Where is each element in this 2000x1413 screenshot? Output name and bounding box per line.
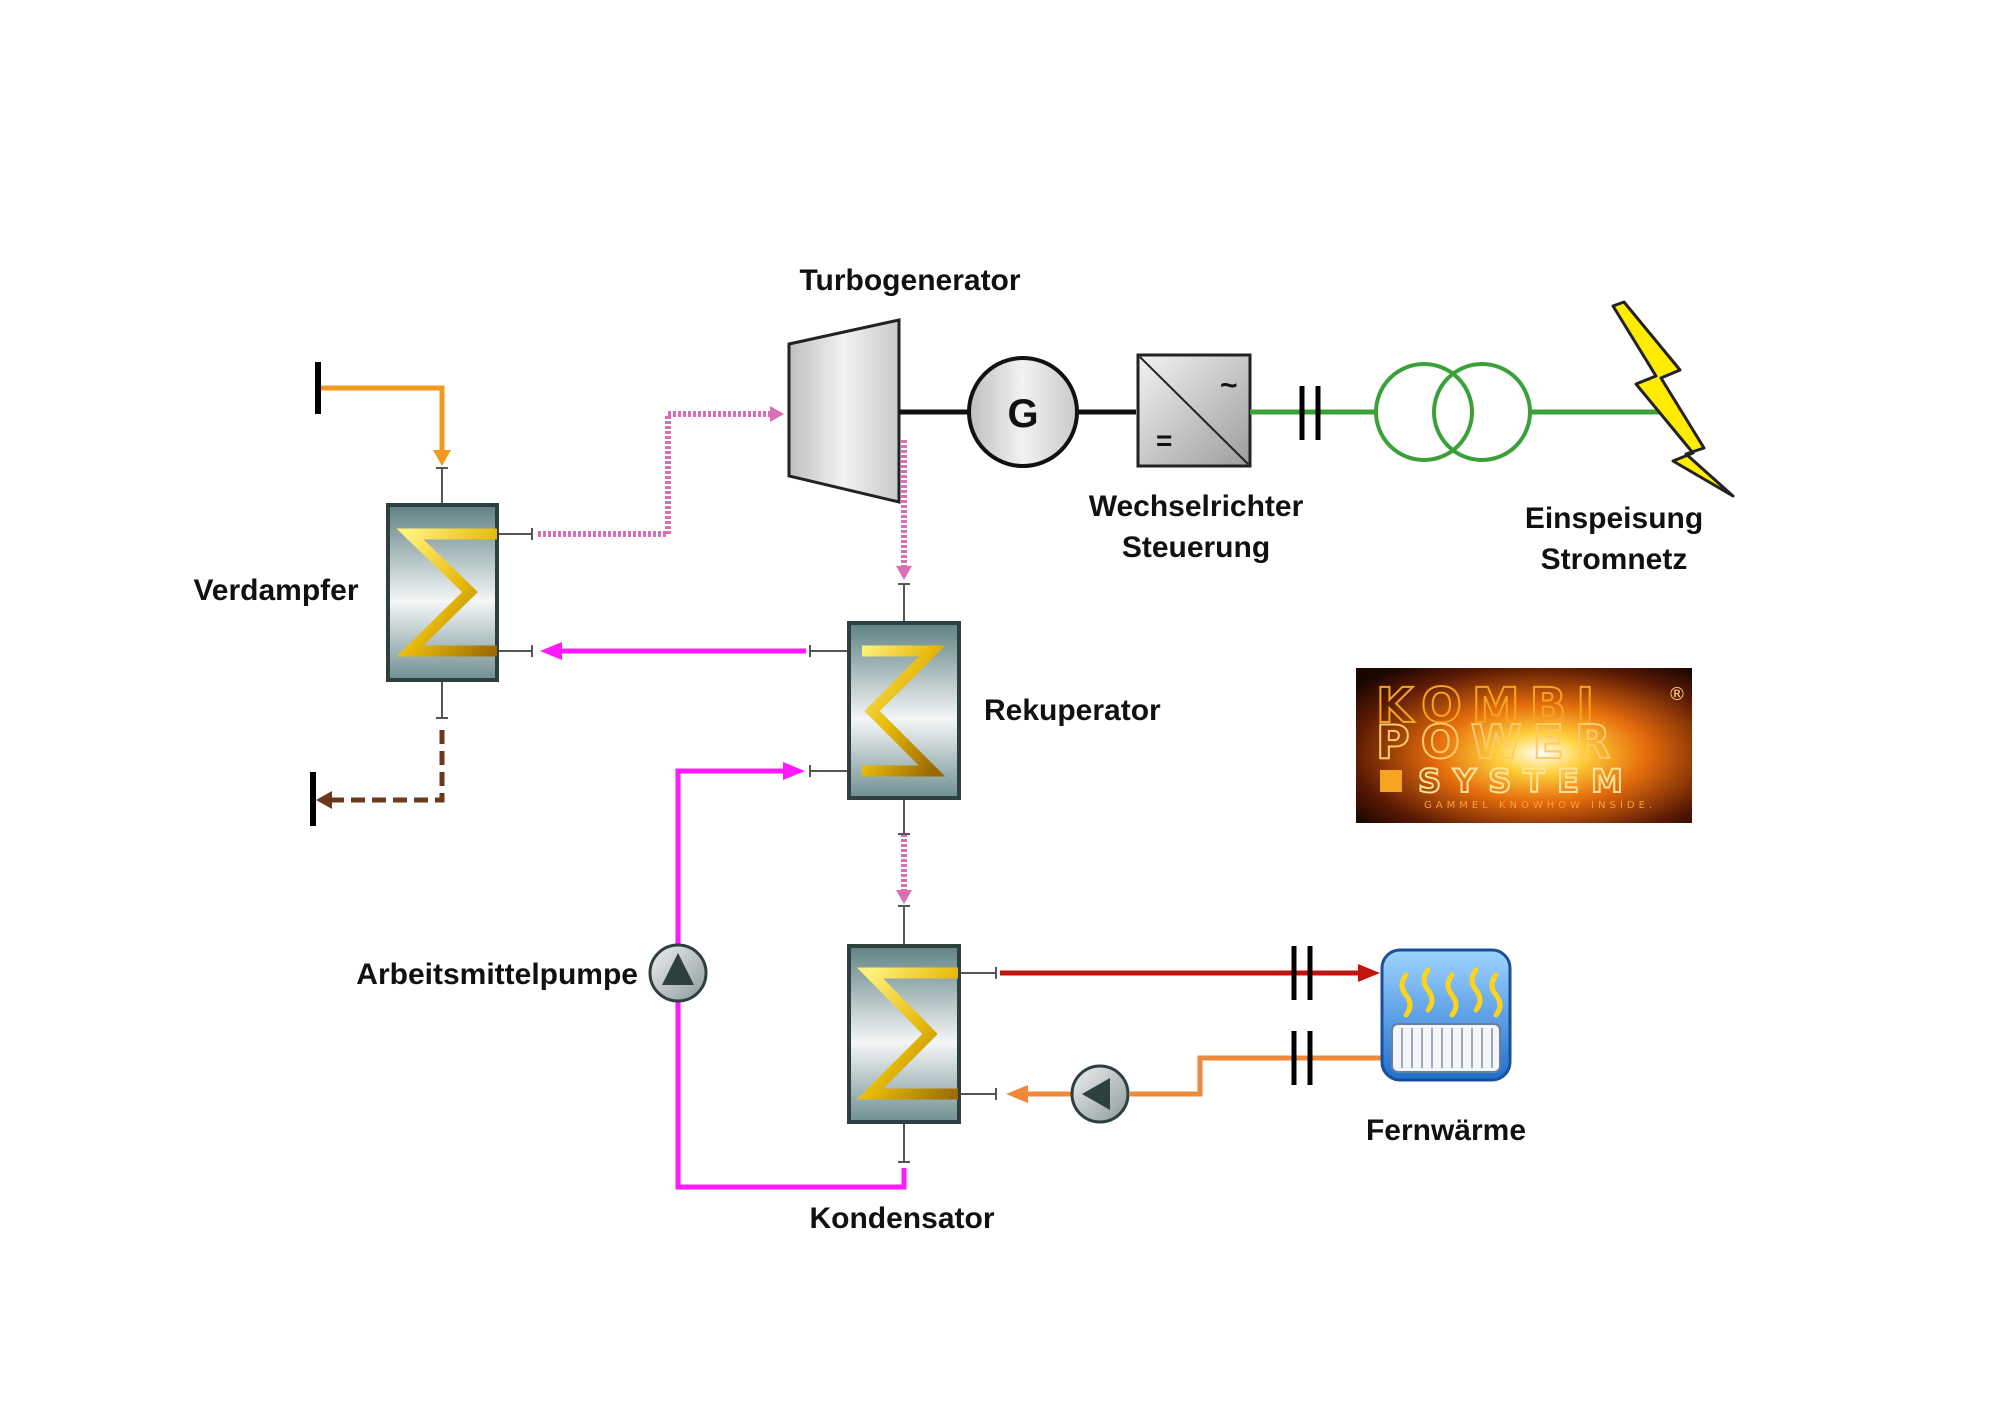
exhaust-arrow [316,791,332,809]
steuerung-label: Steuerung [1122,531,1270,564]
arbeitsmittelpumpe-label: Arbeitsmittelpumpe [356,958,638,991]
vapor-pipe-to-kondensator [896,834,912,904]
generator-symbol: G [1007,392,1038,436]
fluid-pipe-to-verdampfer [540,642,806,660]
wechselrichter-label: Wechselrichter [1089,490,1304,523]
lightning-icon [1611,300,1735,498]
turbine [787,318,901,504]
grid-cable [1250,386,1660,440]
inverter: ~ = [1136,353,1252,468]
vapor-pipe-to-turbine [538,406,784,537]
fluid-pipe-loop [675,762,907,1190]
kondensator-heat-exchanger [847,944,961,1124]
vapor-pipe-to-rekuperator [896,440,912,580]
logo-line1: KOMBI [1376,678,1604,734]
connector-ticks [436,467,997,1163]
rekuperator-label: Rekuperator [984,694,1161,727]
inverter-dc-symbol: = [1156,425,1172,456]
stromnetz-label: Stromnetz [1541,543,1688,576]
rekuperator-heat-exchanger [847,621,961,800]
heat-source-arrow [433,450,451,466]
logo-tagline: GAMMEL KNOWHOW INSIDE. [1424,800,1656,811]
verdampfer-heat-exchanger [386,503,499,682]
heat-source-pipe [315,362,451,466]
turbogenerator-label: Turbogenerator [799,264,1020,297]
logo-registered: ® [1668,684,1686,705]
radiator-icon [1380,948,1512,1082]
generator: G [967,356,1079,468]
working-fluid-pump-icon [648,943,708,1003]
heating-supply-pipe [1000,946,1380,1000]
exhaust-pipe [310,730,445,826]
einspeisung-label: Einspeisung [1525,502,1703,535]
kondensator-label: Kondensator [809,1202,994,1235]
verdampfer-label: Verdampfer [193,574,358,607]
logo-square [1380,770,1402,792]
inverter-ac-symbol: ~ [1220,369,1238,402]
logo-line2: POWER [1376,715,1621,769]
fernwaerme-label: Fernwärme [1366,1114,1526,1147]
kombi-power-system-logo: KOMBI ® POWER SYSTEM GAMMEL KNOWHOW INSI… [1356,668,1692,823]
transformer [1374,362,1532,462]
heating-pump-icon [1070,1064,1130,1124]
heating-return-pipe [1006,1031,1384,1103]
logo-line3: SYSTEM [1418,762,1635,800]
